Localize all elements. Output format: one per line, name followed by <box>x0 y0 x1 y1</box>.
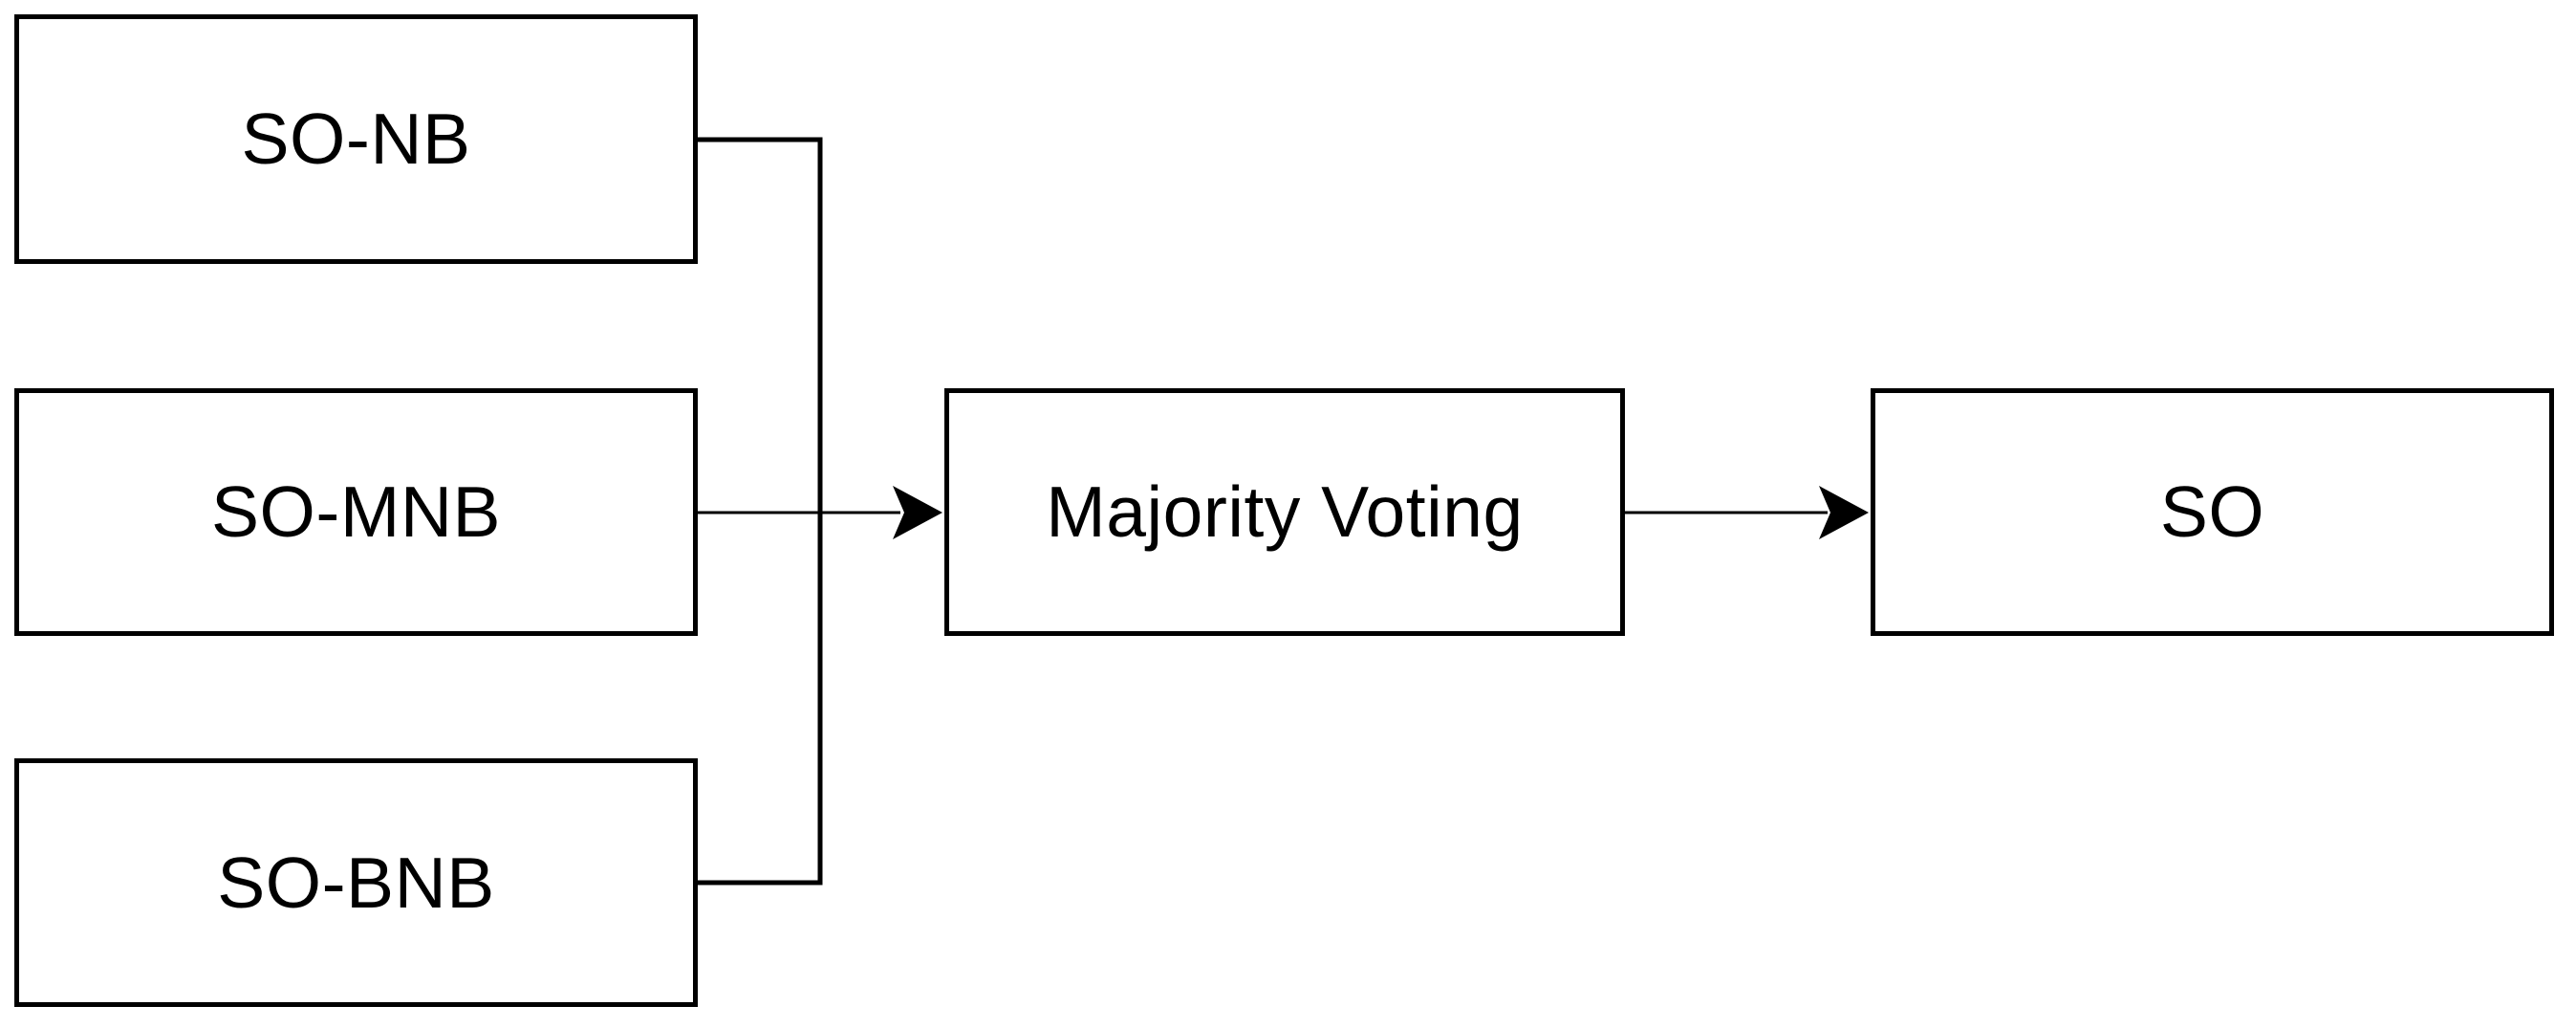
arrowhead-icon <box>893 486 942 539</box>
node-so-nb-label: SO-NB <box>241 98 471 179</box>
arrowhead-icon <box>1819 486 1869 539</box>
node-so-mnb-label: SO-MNB <box>211 471 501 552</box>
node-so-bnb-label: SO-BNB <box>217 842 495 923</box>
node-majority-voting-label: Majority Voting <box>1046 471 1524 552</box>
node-so-bnb: SO-BNB <box>14 758 698 1007</box>
node-so-mnb: SO-MNB <box>14 388 698 636</box>
node-so-label: SO <box>2159 471 2265 552</box>
node-majority-voting: Majority Voting <box>944 388 1625 636</box>
node-so: SO <box>1871 388 2554 636</box>
node-so-nb: SO-NB <box>14 14 698 264</box>
